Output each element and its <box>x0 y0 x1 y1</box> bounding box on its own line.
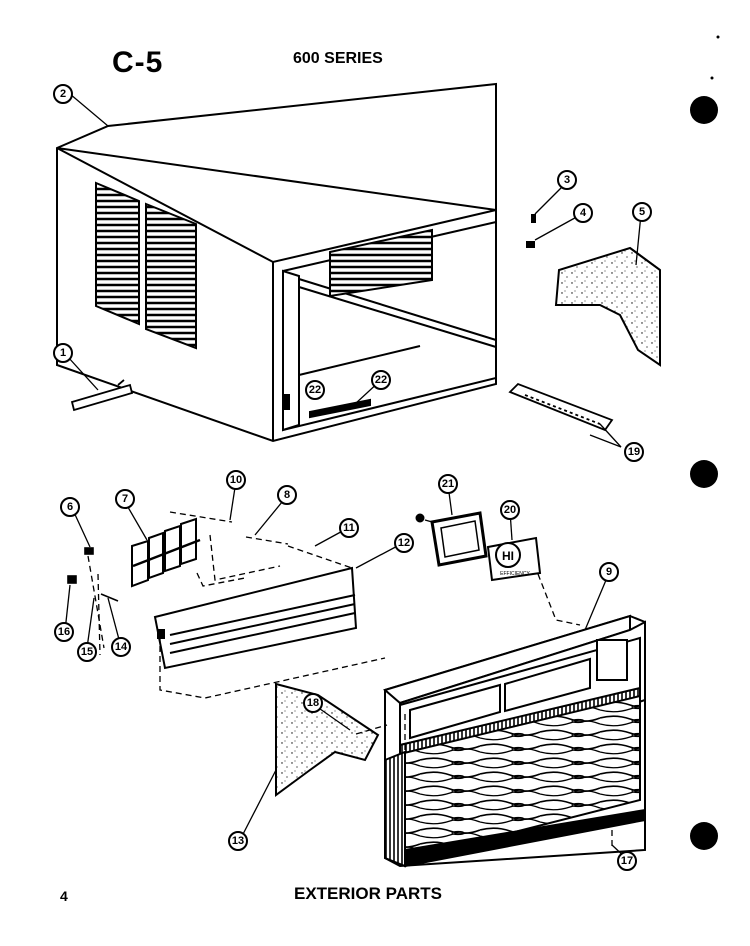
callout-21-label: 21 <box>442 478 454 490</box>
callout-7: 7 <box>115 489 135 509</box>
rail-part-19 <box>508 382 614 432</box>
discharge-grille-part-12 <box>153 566 358 670</box>
series-title: 600 SERIES <box>293 50 383 67</box>
callout-8: 8 <box>277 485 297 505</box>
energy-decal-part-20: HI EFFICIENCY <box>486 536 542 582</box>
binder-holes <box>690 35 720 850</box>
callout-12: 12 <box>394 533 414 553</box>
callout-20-label: 20 <box>504 504 516 516</box>
filter-frame-part-21 <box>415 511 488 567</box>
callout-14-label: 14 <box>115 641 128 653</box>
callout-5: 5 <box>632 202 652 222</box>
decal-text: HI <box>502 549 514 563</box>
callout-14: 14 <box>111 637 131 657</box>
callout-3: 3 <box>557 170 577 190</box>
callout-22a-label: 22 <box>309 384 321 396</box>
callout-4-label: 4 <box>580 207 587 219</box>
callout-16-label: 16 <box>58 626 70 638</box>
side-panel-part-13 <box>275 682 380 797</box>
callout-13: 13 <box>228 831 248 851</box>
callout-1: 1 <box>53 343 73 363</box>
callout-18: 18 <box>303 693 323 713</box>
decal-subtext: EFFICIENCY <box>500 571 530 577</box>
front-panel-part-9 <box>382 614 646 868</box>
callout-1-label: 1 <box>60 347 66 359</box>
callout-8-label: 8 <box>284 489 290 501</box>
callout-18-label: 18 <box>307 697 319 709</box>
callout-11: 11 <box>339 518 359 538</box>
bracket-part-1 <box>70 379 134 412</box>
callout-6: 6 <box>60 497 80 517</box>
page-caption: EXTERIOR PARTS <box>294 884 442 903</box>
callout-16: 16 <box>54 622 74 642</box>
callout-20: 20 <box>500 500 520 520</box>
callout-22b-label: 22 <box>375 374 387 386</box>
callout-2: 2 <box>53 84 73 104</box>
callout-22b: 22 <box>371 370 391 390</box>
callout-2-label: 2 <box>60 88 66 100</box>
small-hardware-parts <box>67 547 119 602</box>
callout-19-label: 19 <box>628 446 640 458</box>
callout-6-label: 6 <box>67 501 73 513</box>
callout-17-label: 17 <box>621 855 633 867</box>
callout-19: 19 <box>624 442 644 462</box>
callout-9: 9 <box>599 562 619 582</box>
louver-blades-part-7 <box>131 517 201 588</box>
callout-9-label: 9 <box>606 566 612 578</box>
callout-7-label: 7 <box>122 493 128 505</box>
screw-parts-3-4 <box>526 214 536 248</box>
callout-22a: 22 <box>305 380 325 400</box>
callout-21: 21 <box>438 474 458 494</box>
callout-10-label: 10 <box>230 474 242 486</box>
callout-4: 4 <box>573 203 593 223</box>
callout-11-label: 11 <box>343 522 355 534</box>
cabinet-side-louvers <box>95 181 197 350</box>
cabinet-outer-case <box>56 82 497 443</box>
callout-10: 10 <box>226 470 246 490</box>
callout-5-label: 5 <box>639 206 645 218</box>
callout-15: 15 <box>77 642 97 662</box>
page-number: 4 <box>60 888 68 904</box>
diagram-code: C-5 <box>112 46 164 79</box>
callout-15-label: 15 <box>81 646 93 658</box>
side-panel-part-5 <box>554 246 661 367</box>
callout-13-label: 13 <box>232 835 244 847</box>
callout-3-label: 3 <box>564 174 570 186</box>
callout-12-label: 12 <box>398 537 410 549</box>
callout-17: 17 <box>617 851 637 871</box>
